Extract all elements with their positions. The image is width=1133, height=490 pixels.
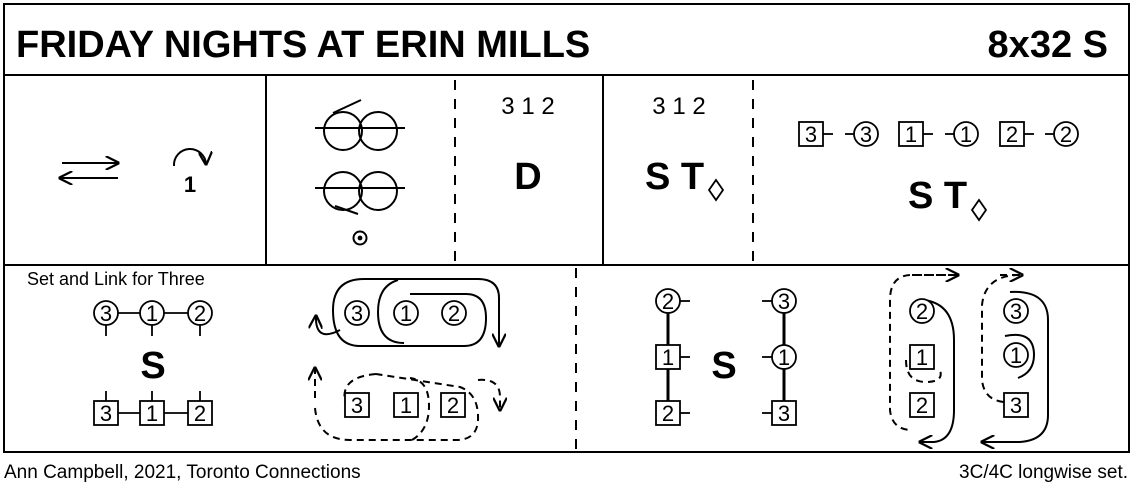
svg-text:2: 2 [1006, 122, 1018, 147]
cell5-positions: 3 3 1 1 2 2 [798, 121, 1079, 147]
svg-text:2: 2 [916, 393, 928, 418]
svg-text:3: 3 [778, 289, 790, 314]
svg-text:2: 2 [194, 401, 206, 426]
reel-bottom [315, 368, 500, 441]
svg-text:1: 1 [778, 345, 790, 370]
svg-text:3: 3 [100, 301, 112, 326]
pos-circle: 1 [945, 121, 979, 147]
turn-arrow-icon [172, 148, 206, 167]
reel-top [316, 278, 499, 346]
set-formation: 3C/4C longwise set. [959, 462, 1128, 483]
cell4-figure: S T [645, 156, 704, 198]
dance-format: 8x32 S [988, 24, 1108, 66]
centre-dot-icon [352, 230, 368, 246]
pos-box: 3 [798, 121, 833, 147]
cell5-figure: S T [908, 175, 967, 217]
svg-text:2: 2 [916, 299, 928, 324]
author-credit: Ann Campbell, 2021, Toronto Connections [4, 462, 361, 483]
svg-text:1: 1 [960, 122, 972, 147]
svg-text:3: 3 [100, 401, 112, 426]
svg-text:3: 3 [860, 122, 872, 147]
svg-text:3: 3 [778, 401, 790, 426]
pos-circle: 2 [1045, 121, 1079, 147]
svg-text:1: 1 [1010, 343, 1022, 368]
svg-text:2: 2 [662, 289, 674, 314]
card-grid [3, 3, 1130, 453]
twirl-number: 1 [184, 172, 196, 197]
reel-top-positions: 3 1 2 [344, 300, 467, 326]
link-label: Set and Link for Three [27, 269, 205, 289]
link-figure: S [140, 345, 165, 387]
svg-text:2: 2 [448, 301, 460, 326]
hands-across-icon [315, 99, 405, 151]
dance-card: FRIDAY NIGHTS AT ERIN MILLS 8x32 S 1 3 1… [3, 3, 1130, 453]
svg-text:2: 2 [1060, 122, 1072, 147]
pos-box: 1 [898, 121, 933, 147]
svg-text:1: 1 [400, 393, 412, 418]
diamond-icon [707, 178, 725, 202]
hands-across-icon-2 [315, 171, 405, 215]
final-right-tracks [982, 290, 1049, 442]
link-bottom-positions: 3 1 2 [93, 391, 213, 426]
svg-text:3: 3 [1010, 299, 1022, 324]
cell3-order: 3 1 2 [501, 93, 554, 120]
cross-arrows-icon [60, 163, 118, 178]
diamond-icon [970, 198, 988, 222]
svg-text:1: 1 [905, 122, 917, 147]
link-top-positions: 3 1 2 [93, 300, 213, 336]
svg-text:1: 1 [400, 301, 412, 326]
svg-text:2: 2 [447, 393, 459, 418]
final-left-dashed [889, 275, 958, 431]
cell3-figure: D [514, 156, 541, 198]
columns-left: 2 1 2 [655, 288, 690, 426]
svg-text:1: 1 [916, 345, 928, 370]
pos-circle: 3 [845, 121, 879, 147]
final-left-positions: 2 1 2 [909, 298, 935, 418]
final-right-dashed [981, 275, 1022, 403]
svg-text:3: 3 [351, 301, 363, 326]
final-right-positions: 3 1 3 [1003, 298, 1029, 418]
svg-text:1: 1 [146, 401, 158, 426]
final-left-tracks [920, 299, 955, 442]
svg-text:3: 3 [805, 122, 817, 147]
svg-text:2: 2 [194, 301, 206, 326]
svg-text:1: 1 [662, 345, 674, 370]
reel-bottom-positions: 3 1 2 [344, 392, 466, 418]
cell4-order: 3 1 2 [652, 93, 705, 120]
columns-right: 3 1 3 [762, 288, 797, 426]
dance-title: FRIDAY NIGHTS AT ERIN MILLS [16, 24, 590, 66]
svg-text:3: 3 [1010, 393, 1022, 418]
columns-figure: S [711, 345, 736, 387]
svg-text:2: 2 [662, 401, 674, 426]
svg-text:1: 1 [146, 301, 158, 326]
pos-box: 2 [999, 121, 1034, 147]
dashed-dividers [454, 80, 754, 452]
svg-text:3: 3 [351, 393, 363, 418]
